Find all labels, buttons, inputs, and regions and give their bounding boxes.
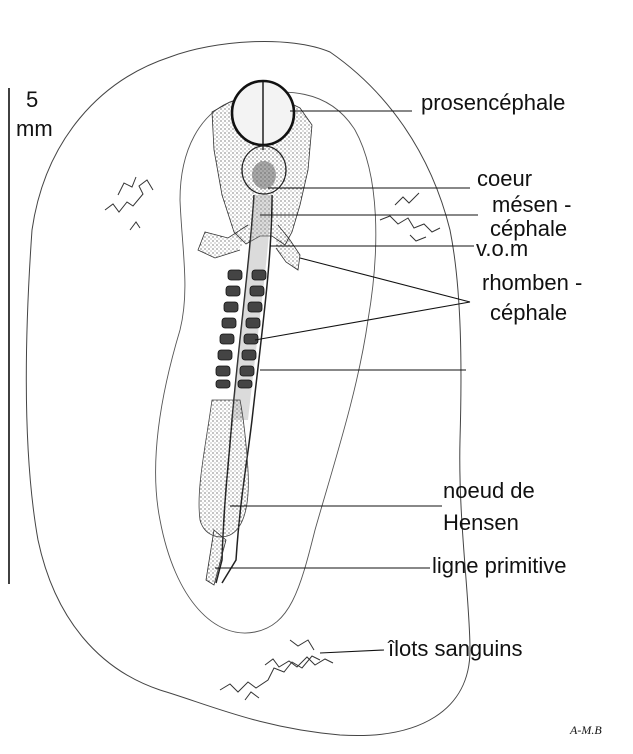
vitelline-vein-left [197, 224, 249, 259]
label-rhombencephale-1: rhomben - [482, 270, 583, 295]
vitelline-vein-right [275, 224, 301, 271]
label-ligne-primitive: ligne primitive [432, 553, 567, 578]
hensen-node-region [198, 399, 249, 538]
author-signature: A-M.B [570, 723, 602, 737]
heart-core [252, 161, 276, 189]
scale-bar-unit: mm [16, 116, 53, 141]
label-rhombencephale-2: céphale [490, 300, 568, 325]
label-coeur: coeur [477, 166, 533, 191]
label-noeud-2: Hensen [443, 510, 519, 535]
area-opaca-outline [25, 41, 471, 737]
leader-lines [215, 110, 478, 654]
somites [215, 269, 267, 389]
primitive-streak [205, 529, 227, 586]
label-mesencephale-2: céphale [490, 216, 568, 241]
label-vom: v.o.m [476, 236, 529, 261]
label-ilots-sanguins: îlots sanguins [388, 636, 523, 661]
label-noeud-1: noeud de [443, 478, 535, 503]
label-mesencephale-1: mésen - [492, 192, 572, 217]
scale-bar-value: 5 [26, 87, 39, 112]
blood-islands [104, 176, 441, 701]
label-prosencephale: prosencéphale [421, 90, 566, 115]
area-pellucida-outline [155, 91, 377, 634]
